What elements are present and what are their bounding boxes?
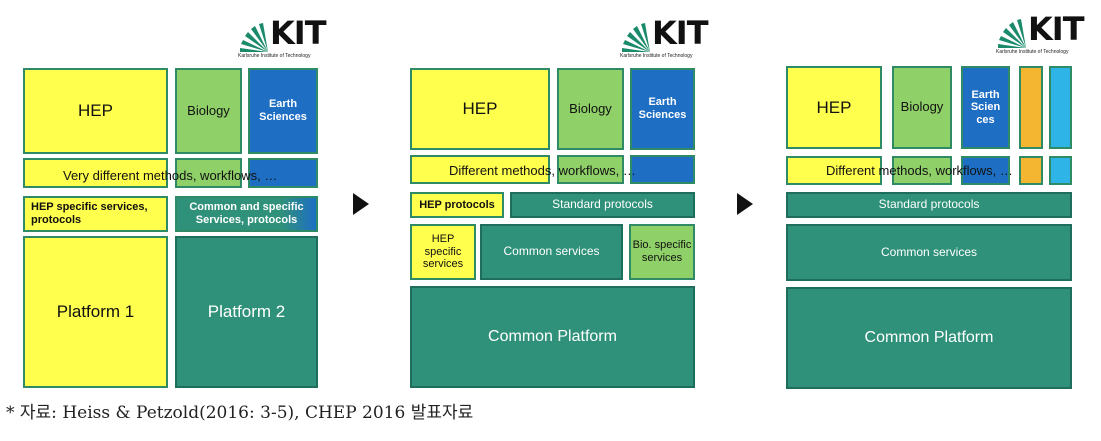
kit-logo-subtitle: Karlsruhe Institute of Technology (996, 49, 1069, 55)
source-caption: * 자료: Heiss & Petzold(2016: 3-5), CHEP 2… (6, 403, 474, 423)
p2-common-services-box: Common services (480, 224, 623, 280)
arrow-right-icon (737, 193, 753, 215)
p1-earth-sciences-box: Earth Sciences (248, 68, 318, 154)
p2-hep-protocols-box: HEP protocols (410, 192, 504, 218)
p1-common-specific-label: Common and specific Services, protocols (189, 201, 304, 226)
kit-fan-icon (622, 23, 650, 52)
p2-methods-green (557, 155, 624, 184)
p1-hep-box: HEP (23, 68, 168, 154)
p2-biology-box: Biology (557, 68, 624, 150)
p1-platform1-box: Platform 1 (23, 236, 168, 388)
p3-orange-column (1019, 66, 1043, 149)
p3-common-platform-box: Common Platform (786, 287, 1072, 389)
p2-hep-box: HEP (410, 68, 550, 150)
p1-common-specific-box (175, 196, 318, 232)
arrow-right-icon (353, 193, 369, 215)
p1-methods-yellow (23, 158, 168, 188)
p3-biology-box: Biology (892, 66, 952, 149)
p2-methods-blue (630, 155, 695, 184)
p2-common-platform-box: Common Platform (410, 286, 695, 388)
kit-logo-1: KIT Karlsruhe Institute of Technology (238, 14, 327, 59)
p2-methods-label: Different methods, workflows, … (449, 163, 636, 178)
kit-logo-subtitle: Karlsruhe Institute of Technology (238, 53, 311, 59)
p3-methods-yellow (786, 156, 882, 185)
kit-logo-text: KIT (270, 14, 327, 52)
p1-methods-green (175, 158, 242, 188)
kit-logo-2: KIT Karlsruhe Institute of Technology (620, 14, 709, 59)
p1-platform2-box: Platform 2 (175, 236, 318, 388)
p3-methods-cyan (1049, 156, 1072, 185)
p1-methods-label: Very different methods, workflows, … (63, 168, 278, 183)
p3-cyan-column (1049, 66, 1072, 149)
p2-methods-yellow (410, 155, 550, 184)
p3-methods-orange (1019, 156, 1043, 185)
p2-hep-specific-services-box: HEP specific services (410, 224, 476, 280)
kit-fan-icon (998, 19, 1026, 48)
p3-methods-blue (961, 156, 1010, 185)
p2-bio-specific-services-box: Bio. specific services (629, 224, 695, 280)
p3-earth-sciences-box: Earth Scien ces (961, 66, 1010, 149)
p3-common-services-box: Common services (786, 224, 1072, 281)
p2-earth-sciences-box: Earth Sciences (630, 68, 695, 150)
p1-hep-services-box: HEP specific services, protocols (23, 196, 168, 232)
p2-standard-protocols-box: Standard protocols (510, 192, 695, 218)
kit-logo-text: KIT (1028, 10, 1085, 48)
kit-logo-subtitle: Karlsruhe Institute of Technology (620, 53, 693, 59)
kit-logo-3: KIT Karlsruhe Institute of Technology (996, 10, 1085, 55)
p3-standard-protocols-box: Standard protocols (786, 192, 1072, 218)
kit-fan-icon (240, 23, 268, 52)
p3-methods-green (892, 156, 952, 185)
p1-methods-blue (248, 158, 318, 188)
p3-methods-label: Different methods, workflows, … (826, 163, 1013, 178)
p1-biology-box: Biology (175, 68, 242, 154)
kit-logo-text: KIT (652, 14, 709, 52)
p3-hep-box: HEP (786, 66, 882, 149)
